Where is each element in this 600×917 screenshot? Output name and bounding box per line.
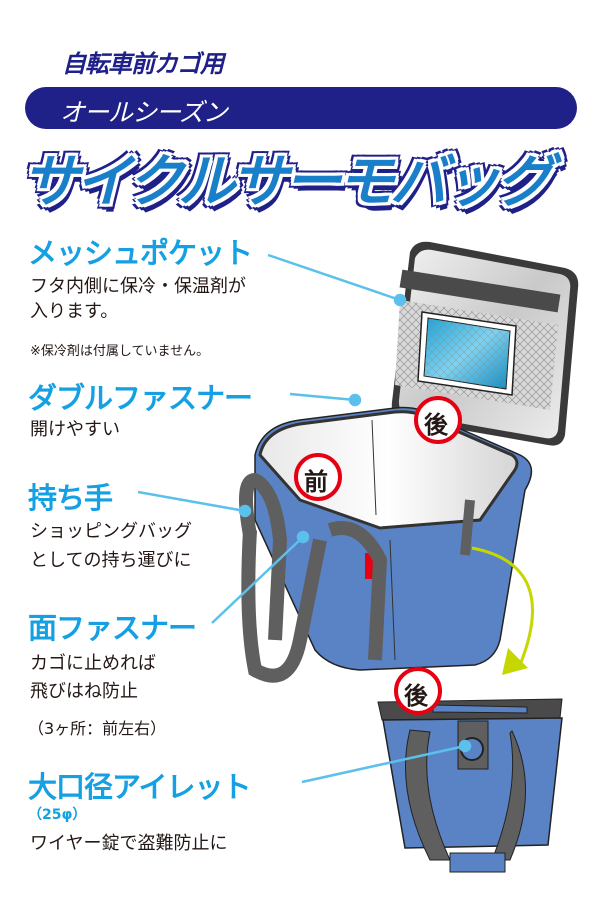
front-label: 前 bbox=[304, 468, 328, 496]
feature-velcro-text-2: 飛びはね防止 bbox=[30, 681, 138, 702]
feature-mesh-pocket-text-2: 入ります。 bbox=[30, 301, 119, 322]
banner-text: オールシーズン bbox=[60, 98, 228, 127]
feature-eyelet-size: （25φ） bbox=[28, 807, 87, 823]
feature-double-zipper-heading: ダブルファスナー bbox=[28, 381, 253, 415]
feature-velcro-heading: 面ファスナー bbox=[28, 611, 197, 645]
front-badge bbox=[294, 453, 342, 501]
flip-arrow bbox=[471, 546, 534, 666]
back-badge bbox=[414, 396, 462, 444]
feature-velcro-note: （3ヶ所：前左右） bbox=[28, 719, 167, 738]
leader-lines bbox=[137, 253, 472, 784]
feature-mesh-pocket-heading: メッシュポケット bbox=[28, 236, 253, 270]
back-label-2: 後 bbox=[404, 682, 428, 710]
main-title: サイクルサーモバッグ bbox=[22, 149, 553, 215]
feature-eyelet-text: ワイヤー錠で盗難防止に bbox=[30, 833, 228, 854]
feature-mesh-pocket-note: ※保冷剤は付属していません。 bbox=[30, 344, 210, 359]
back-label: 後 bbox=[424, 411, 448, 439]
arrow-head bbox=[502, 648, 528, 675]
lid bbox=[391, 241, 579, 446]
subtitle: 自転車前カゴ用 bbox=[62, 50, 224, 78]
back-badge-2 bbox=[394, 667, 442, 715]
feature-mesh-pocket-text-1: フタ内側に保冷・保温剤が bbox=[30, 276, 246, 297]
banner bbox=[25, 87, 577, 129]
feature-handles-text-1: ショッピングバッグ bbox=[30, 521, 192, 542]
feature-double-zipper-text: 開けやすい bbox=[30, 419, 120, 440]
back-view-bag bbox=[377, 698, 563, 873]
feature-handles-heading: 持ち手 bbox=[28, 481, 113, 515]
feature-handles-text-2: としての持ち運びに bbox=[30, 550, 192, 571]
feature-eyelet-heading: 大口径アイレット bbox=[28, 770, 252, 804]
feature-velcro-text-1: カゴに止めれば bbox=[30, 653, 156, 674]
